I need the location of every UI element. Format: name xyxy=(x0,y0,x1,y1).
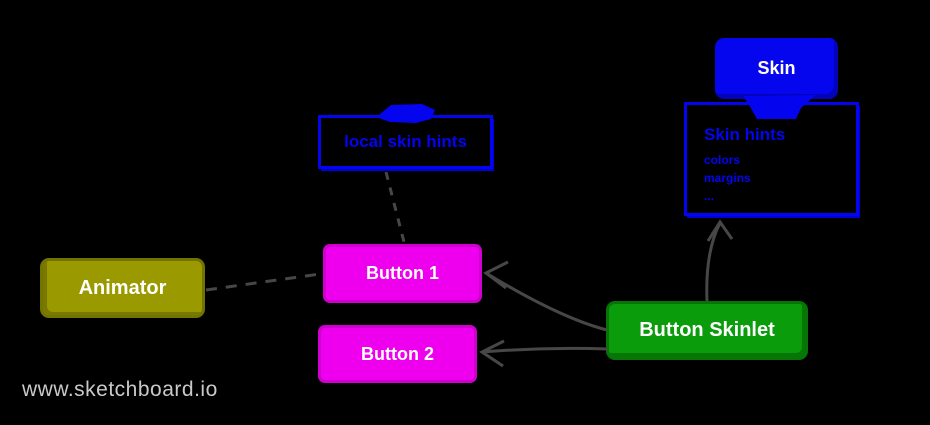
edge-animator-to-button1[interactable] xyxy=(205,272,321,292)
skin-node[interactable]: Skin xyxy=(715,38,838,99)
skin-label: Skin xyxy=(757,58,796,78)
arrowhead-button2-icon xyxy=(479,339,505,368)
skin-hints-title: Skin hints xyxy=(704,125,786,144)
arrowhead-button1-icon xyxy=(483,260,509,290)
skin-attachment-scribble-icon[interactable] xyxy=(743,95,816,119)
animator-node[interactable]: Animator xyxy=(40,258,205,318)
edge-button-skinlet-to-button2[interactable] xyxy=(481,346,609,354)
skin-hints-item-colors: colors xyxy=(704,153,741,167)
button1-label: Button 1 xyxy=(366,263,439,283)
local-skin-hints-label: local skin hints xyxy=(344,132,467,151)
button-skinlet-node[interactable]: Button Skinlet xyxy=(606,301,808,360)
sketchboard-watermark: www.sketchboard.io xyxy=(22,378,218,401)
skin-hints-node[interactable]: Skin hints colors margins ... xyxy=(684,102,859,216)
button-skinlet-label: Button Skinlet xyxy=(639,319,775,341)
skin-hints-item-margins: margins xyxy=(704,171,751,185)
button2-node[interactable]: Button 2 xyxy=(318,325,477,383)
edge-local-skin-hints-to-button1[interactable] xyxy=(384,171,406,243)
local-skin-hints-tab-scribble-icon[interactable] xyxy=(379,104,435,123)
arrowhead-skin-hints-icon xyxy=(706,219,734,242)
animator-label: Animator xyxy=(78,276,167,299)
edge-button-skinlet-to-button1[interactable] xyxy=(485,271,608,332)
skin-hints-item-ellipsis: ... xyxy=(704,189,715,203)
button2-label: Button 2 xyxy=(361,343,434,364)
local-skin-hints-node[interactable]: local skin hints xyxy=(318,115,493,169)
button1-node[interactable]: Button 1 xyxy=(323,244,482,303)
